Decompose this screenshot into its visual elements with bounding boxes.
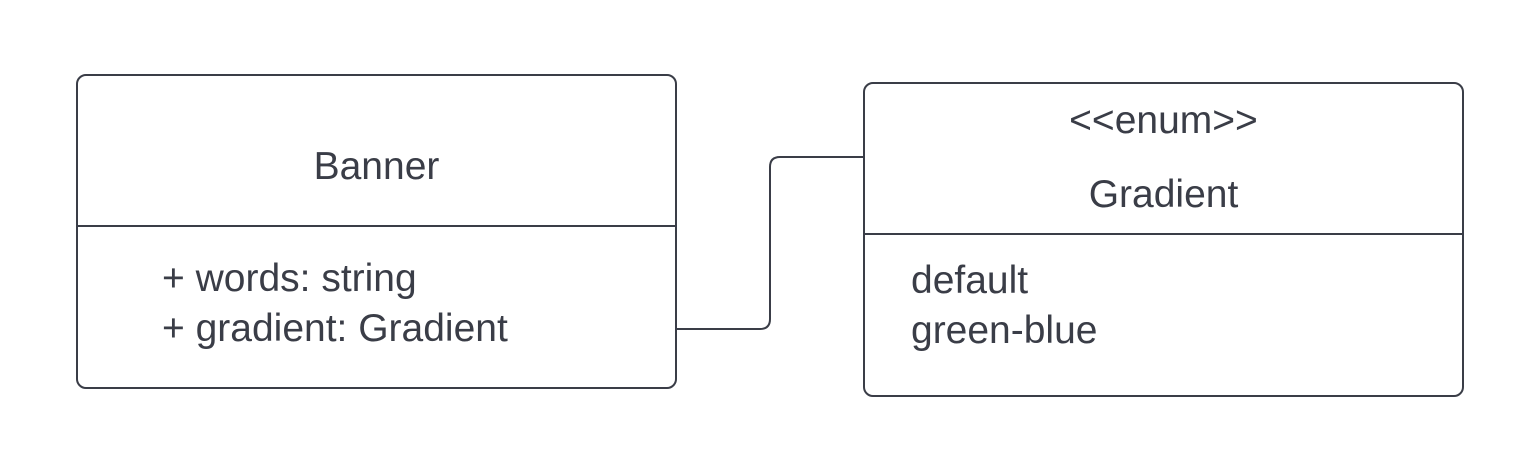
class-banner-header: Banner [78,76,675,227]
class-banner-name: Banner [313,145,440,188]
class-banner[interactable]: Banner + words: string + gradient: Gradi… [76,74,677,389]
class-banner-member: + words: string [162,257,417,300]
enum-gradient-value: default [911,259,1029,302]
enum-gradient-value: green-blue [911,309,1098,352]
class-banner-members: + words: string + gradient: Gradient [78,227,675,387]
enum-gradient-header: <<enum>> Gradient [865,84,1462,235]
enum-gradient-stereotype: <<enum>> [1069,99,1258,142]
enum-gradient-name: Gradient [1088,173,1239,216]
class-banner-member: + gradient: Gradient [162,307,508,350]
enum-gradient[interactable]: <<enum>> Gradient default green-blue [863,82,1464,397]
enum-gradient-values: default green-blue [865,235,1462,395]
